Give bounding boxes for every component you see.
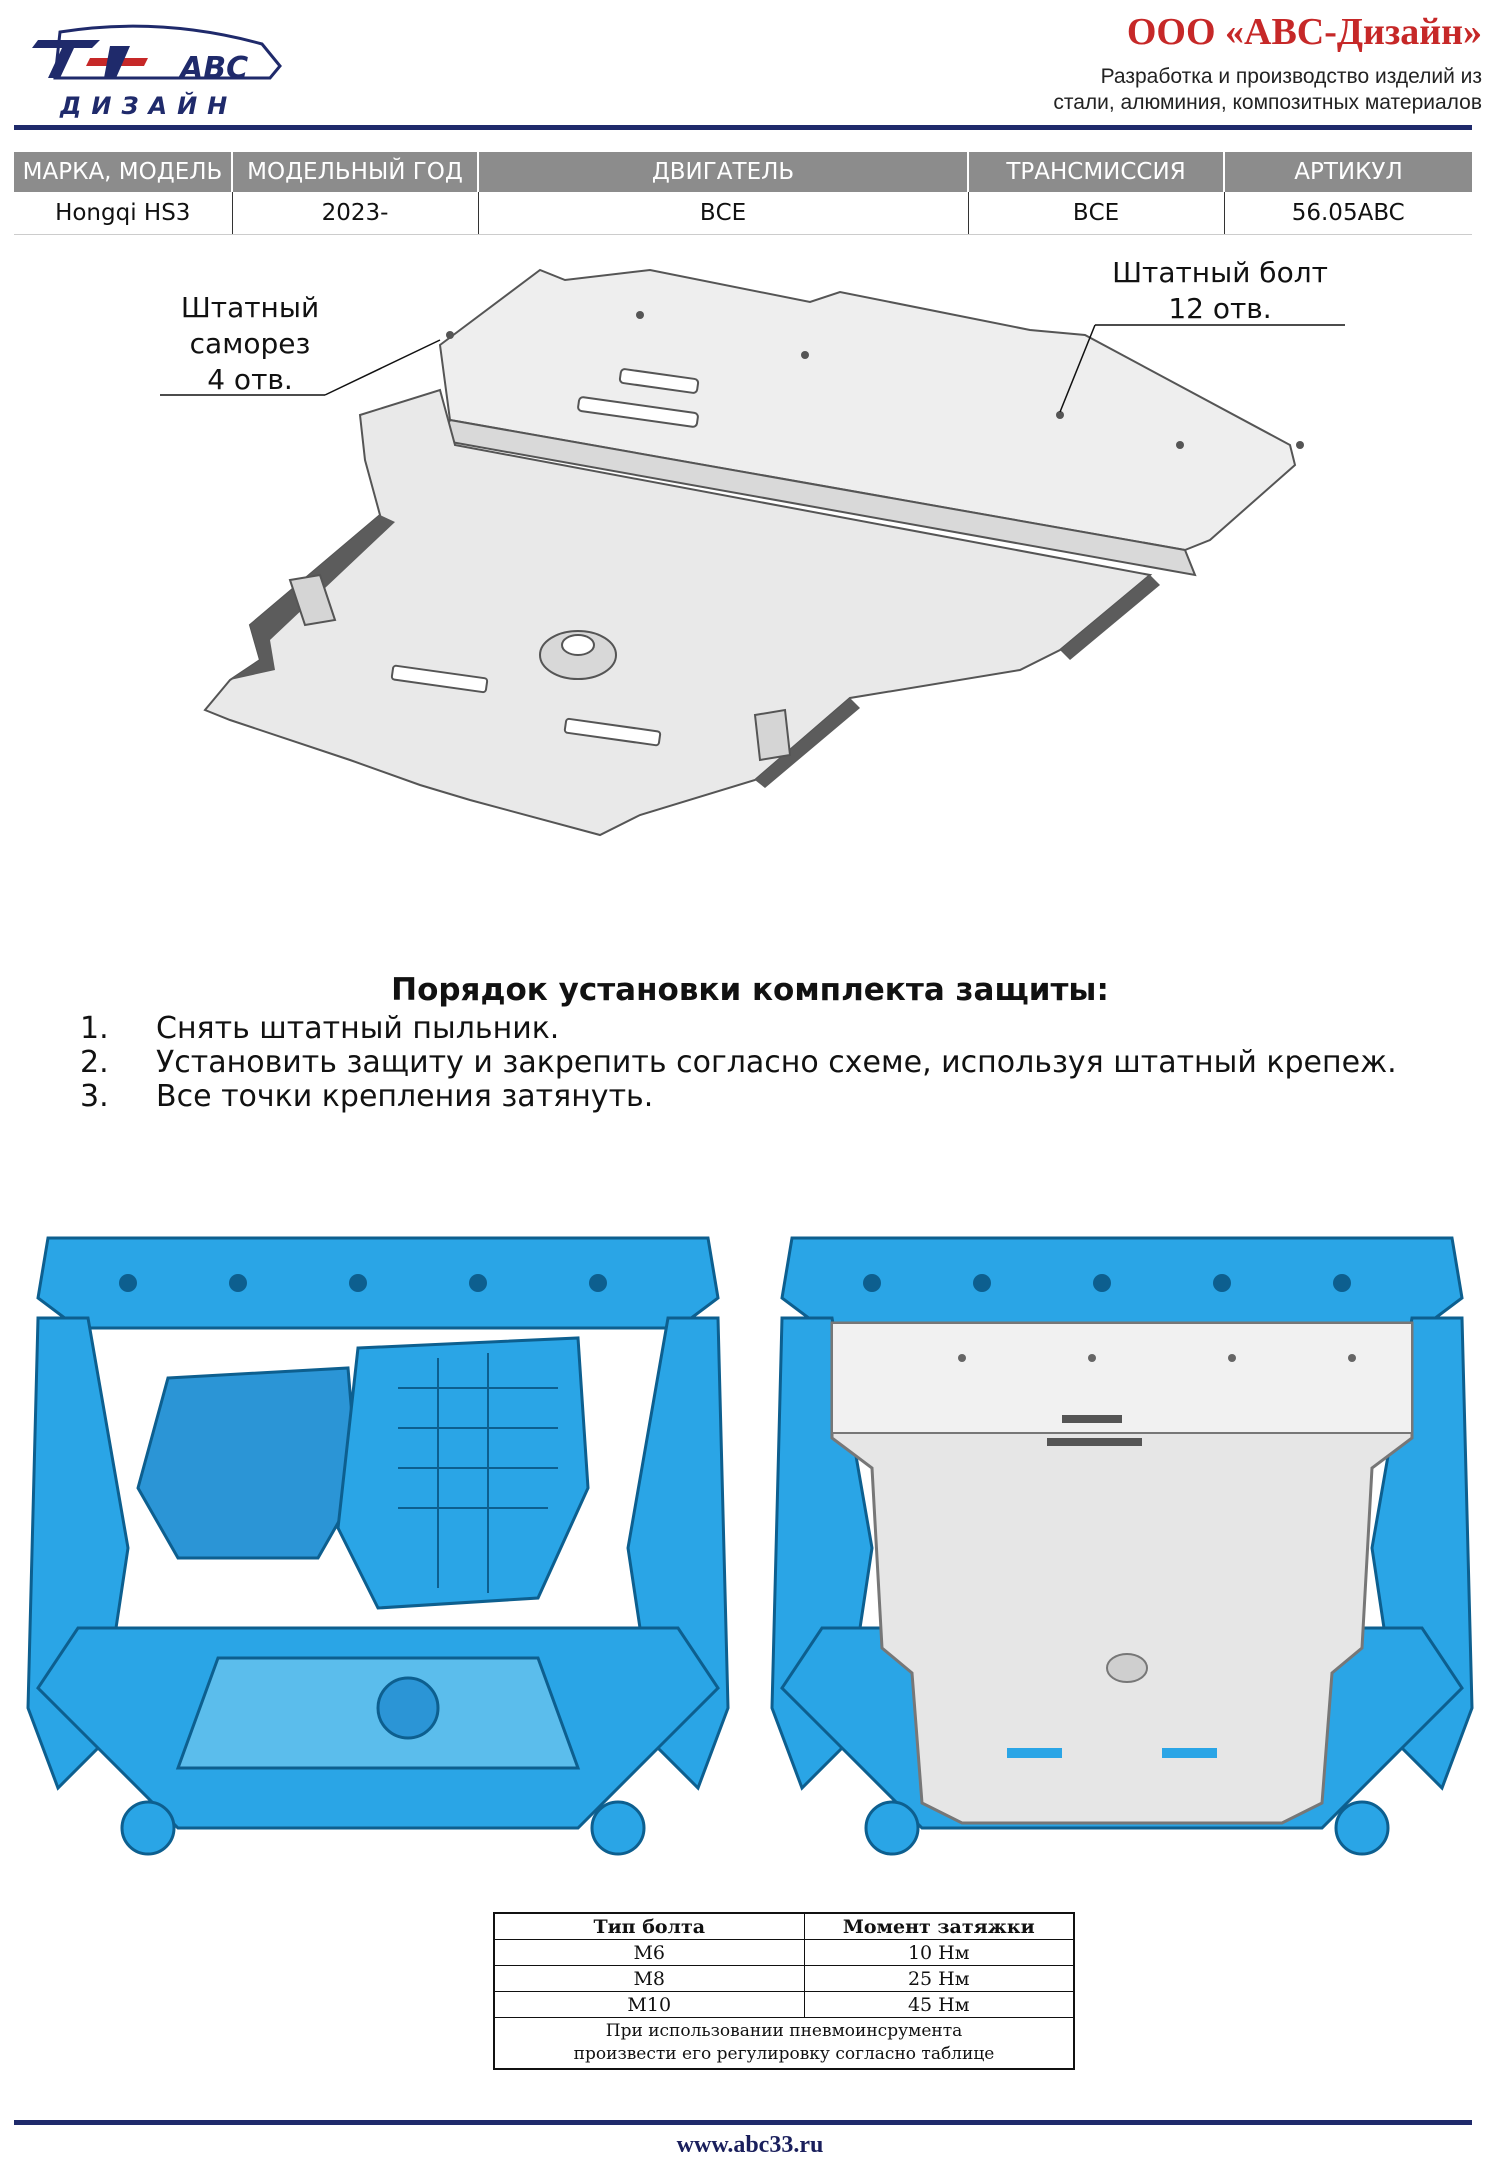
torque-note-row: При использовании пневмоинсрумента произ… <box>493 2017 1075 2070</box>
instruction-step-3: 3. Все точки крепления затянуть. <box>80 1080 653 1114</box>
tagline-line-1: Разработка и производство изделий из <box>1100 65 1482 88</box>
callout-screw-line-3: 4 отв. <box>207 363 293 396</box>
header-divider <box>14 125 1472 130</box>
step-number: 1. <box>80 1011 109 1046</box>
callout-screw-line-1: Штатный <box>180 291 320 324</box>
torque-row: М6 10 Нм <box>493 1939 1075 1966</box>
chassis-after-photo <box>770 1236 1474 1856</box>
spec-header-transmission: ТРАНСМИССИЯ <box>968 152 1225 192</box>
callout-bolt: Штатный болт 12 отв. <box>1090 255 1350 327</box>
torque-note: При использовании пневмоинсрумента произ… <box>493 2017 1075 2070</box>
footer-divider <box>14 2120 1472 2125</box>
callout-bolt-line-2: 12 отв. <box>1168 292 1272 325</box>
torque-bolt: М8 <box>493 1965 805 1992</box>
logo-text-top: ABC <box>178 51 248 86</box>
company-tagline: Разработка и производство изделий из ста… <box>1053 64 1482 116</box>
chassis-before-photo <box>26 1236 730 1856</box>
instruction-step-2: 2. Установить защиту и закрепить согласно… <box>80 1046 1397 1080</box>
logo-text-bottom: ДИЗАЙН <box>59 91 237 120</box>
torque-header-torque: Момент затяжки <box>803 1912 1075 1940</box>
torque-bolt: М10 <box>493 1991 805 2018</box>
step-text: Установить защиту и закрепить согласно с… <box>156 1045 1397 1080</box>
torque-header-bolt: Тип болта <box>493 1912 805 1940</box>
callout-screw-line-2: саморез <box>189 327 311 360</box>
company-logo: ABC ДИЗАЙН <box>30 22 300 124</box>
spec-header-article: АРТИКУЛ <box>1224 152 1472 192</box>
spec-value-row: Hongqi HS3 2023- ВСЕ ВСЕ 56.05ABC <box>14 192 1472 235</box>
spec-value-year: 2023- <box>232 192 479 235</box>
callout-screw: Штатный саморез 4 отв. <box>180 290 320 398</box>
torque-row: М8 25 Нм <box>493 1965 1075 1992</box>
instruction-step-1: 1. Снять штатный пыльник. <box>80 1012 559 1046</box>
torque-note-line-2: произвести его регулировку согласно табл… <box>573 2044 995 2064</box>
spec-header-year: МОДЕЛЬНЫЙ ГОД <box>232 152 479 192</box>
torque-table: Тип болта Момент затяжки М6 10 Нм М8 25 … <box>493 1912 1075 2070</box>
step-number: 3. <box>80 1079 109 1114</box>
spec-header-row: МАРКА, МОДЕЛЬ МОДЕЛЬНЫЙ ГОД ДВИГАТЕЛЬ ТР… <box>14 152 1472 192</box>
step-number: 2. <box>80 1045 109 1080</box>
step-text: Снять штатный пыльник. <box>156 1011 560 1046</box>
torque-note-line-1: При использовании пневмоинсрумента <box>605 2021 963 2041</box>
spec-table: МАРКА, МОДЕЛЬ МОДЕЛЬНЫЙ ГОД ДВИГАТЕЛЬ ТР… <box>14 152 1472 235</box>
spec-header-model: МАРКА, МОДЕЛЬ <box>14 152 233 192</box>
footer-website: www.abc33.ru <box>676 2132 824 2158</box>
spec-value-model: Hongqi HS3 <box>14 192 233 235</box>
spec-value-engine: ВСЕ <box>478 192 969 235</box>
torque-value: 25 Нм <box>803 1965 1075 1992</box>
spec-value-transmission: ВСЕ <box>968 192 1225 235</box>
spec-value-article: 56.05ABC <box>1224 192 1472 235</box>
tagline-line-2: стали, алюминия, композитных материалов <box>1053 91 1482 114</box>
torque-header-row: Тип болта Момент затяжки <box>493 1912 1075 1940</box>
spec-header-engine: ДВИГАТЕЛЬ <box>478 152 969 192</box>
torque-value: 45 Нм <box>803 1991 1075 2018</box>
torque-bolt: М6 <box>493 1939 805 1966</box>
skid-plate-drawing <box>160 268 1345 837</box>
instructions-title: Порядок установки комплекта защиты: <box>391 972 1109 1008</box>
torque-row: М10 45 Нм <box>493 1991 1075 2018</box>
torque-value: 10 Нм <box>803 1939 1075 1966</box>
step-text: Все точки крепления затянуть. <box>156 1079 654 1114</box>
company-name: ООО «АВС-Дизайн» <box>1126 11 1482 53</box>
callout-bolt-line-1: Штатный болт <box>1112 256 1328 289</box>
